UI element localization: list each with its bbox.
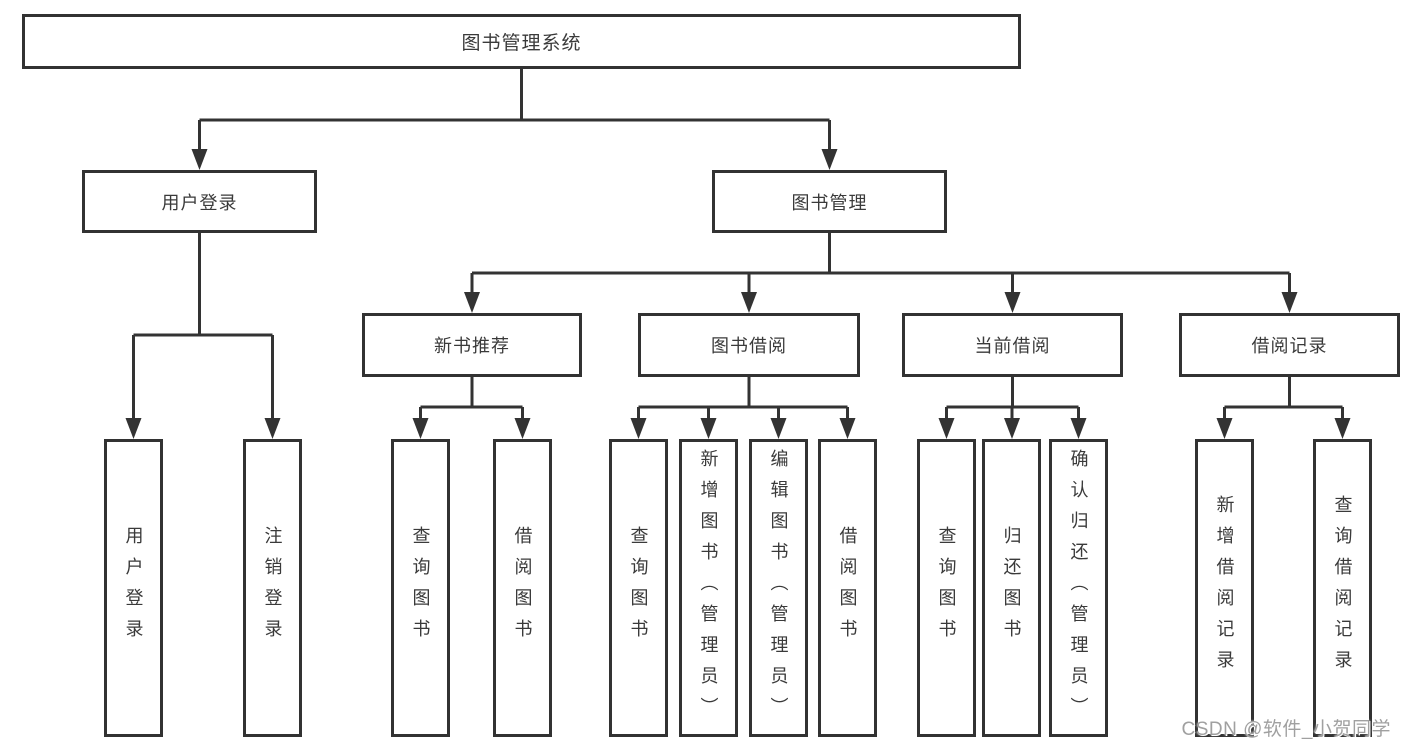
arrowhead-icon	[1281, 292, 1298, 313]
leaf-edit-book-admin-label: 编辑图书（管理员）	[768, 448, 789, 728]
arrowhead-icon	[514, 418, 531, 439]
node-book-borrow: 图书借阅	[638, 313, 860, 377]
connector-new-book-recommend-branch	[419, 377, 524, 422]
arrowhead-icon	[938, 418, 955, 439]
connector-borrow-records-branch	[1223, 377, 1344, 422]
leaf-return-book: 归还图书	[982, 439, 1041, 737]
node-user-login: 用户登录	[82, 170, 317, 233]
leaf-query-borrow-record: 查询借阅记录	[1313, 439, 1372, 737]
node-borrow-records-label: 借阅记录	[1251, 336, 1328, 356]
node-current-borrow-label: 当前借阅	[974, 336, 1051, 356]
arrowhead-icon	[1070, 418, 1087, 439]
arrowhead-icon	[191, 149, 208, 170]
leaf-query-books-borrow: 查询图书	[609, 439, 668, 737]
leaf-borrow-books-recommend: 借阅图书	[493, 439, 552, 737]
arrowhead-icon	[630, 418, 647, 439]
node-borrow-records: 借阅记录	[1179, 313, 1400, 377]
csdn-watermark: CSDN @软件_小贺同学	[1181, 719, 1391, 740]
leaf-add-borrow-record: 新增借阅记录	[1195, 439, 1254, 737]
leaf-borrow-books: 借阅图书	[818, 439, 877, 737]
arrowhead-icon	[700, 418, 717, 439]
leaf-confirm-return-admin: 确认归还（管理员）	[1049, 439, 1108, 737]
node-book-borrow-label: 图书借阅	[711, 336, 787, 356]
leaf-query-books-current-label: 查询图书	[936, 526, 957, 650]
connector-book-management-branch	[470, 233, 1291, 296]
connector-root-branch	[198, 69, 831, 153]
arrowhead-icon	[839, 418, 856, 439]
arrowhead-icon	[125, 418, 142, 439]
leaf-add-book-admin: 新增图书（管理员）	[679, 439, 738, 737]
arrowhead-icon	[1004, 418, 1020, 439]
leaf-edit-book-admin: 编辑图书（管理员）	[749, 439, 808, 737]
node-current-borrow: 当前借阅	[902, 313, 1123, 377]
leaf-borrow-books-recommend-label: 借阅图书	[512, 526, 533, 650]
node-new-book-recommend-label: 新书推荐	[434, 336, 510, 356]
node-new-book-recommend: 新书推荐	[362, 313, 582, 377]
leaf-query-books-current: 查询图书	[917, 439, 976, 737]
arrowhead-icon	[1334, 418, 1351, 439]
arrowhead-icon	[1216, 418, 1233, 439]
connector-current-borrow-branch	[945, 377, 1080, 422]
leaf-logout-label: 注销登录	[262, 526, 283, 650]
node-user-login-label: 用户登录	[161, 192, 238, 213]
leaf-user-login-label: 用户登录	[123, 526, 144, 650]
leaf-query-books-recommend: 查询图书	[391, 439, 450, 737]
arrowhead-icon	[264, 418, 281, 439]
leaf-borrow-books-label: 借阅图书	[837, 526, 858, 650]
node-root: 图书管理系统	[22, 14, 1021, 69]
node-root-label: 图书管理系统	[461, 33, 582, 54]
arrowhead-icon	[770, 418, 787, 439]
arrowhead-icon	[741, 292, 757, 313]
arrowhead-icon	[412, 418, 429, 439]
leaf-query-books-recommend-label: 查询图书	[410, 526, 431, 650]
leaf-query-borrow-record-label: 查询借阅记录	[1332, 495, 1353, 681]
leaf-return-book-label: 归还图书	[1001, 526, 1022, 650]
leaf-logout: 注销登录	[243, 439, 302, 737]
leaf-confirm-return-admin-label: 确认归还（管理员）	[1068, 448, 1089, 728]
leaf-add-book-admin-label: 新增图书（管理员）	[698, 448, 719, 728]
leaf-query-books-borrow-label: 查询图书	[628, 526, 649, 650]
node-book-management: 图书管理	[712, 170, 947, 233]
node-book-management-label: 图书管理	[791, 192, 868, 213]
leaf-add-borrow-record-label: 新增借阅记录	[1214, 495, 1235, 681]
connector-user-login-branch	[132, 233, 274, 422]
leaf-user-login: 用户登录	[104, 439, 163, 737]
arrowhead-icon	[1004, 292, 1021, 313]
arrowhead-icon	[821, 149, 838, 170]
arrowhead-icon	[464, 292, 480, 313]
connector-book-borrow-branch	[637, 377, 849, 422]
